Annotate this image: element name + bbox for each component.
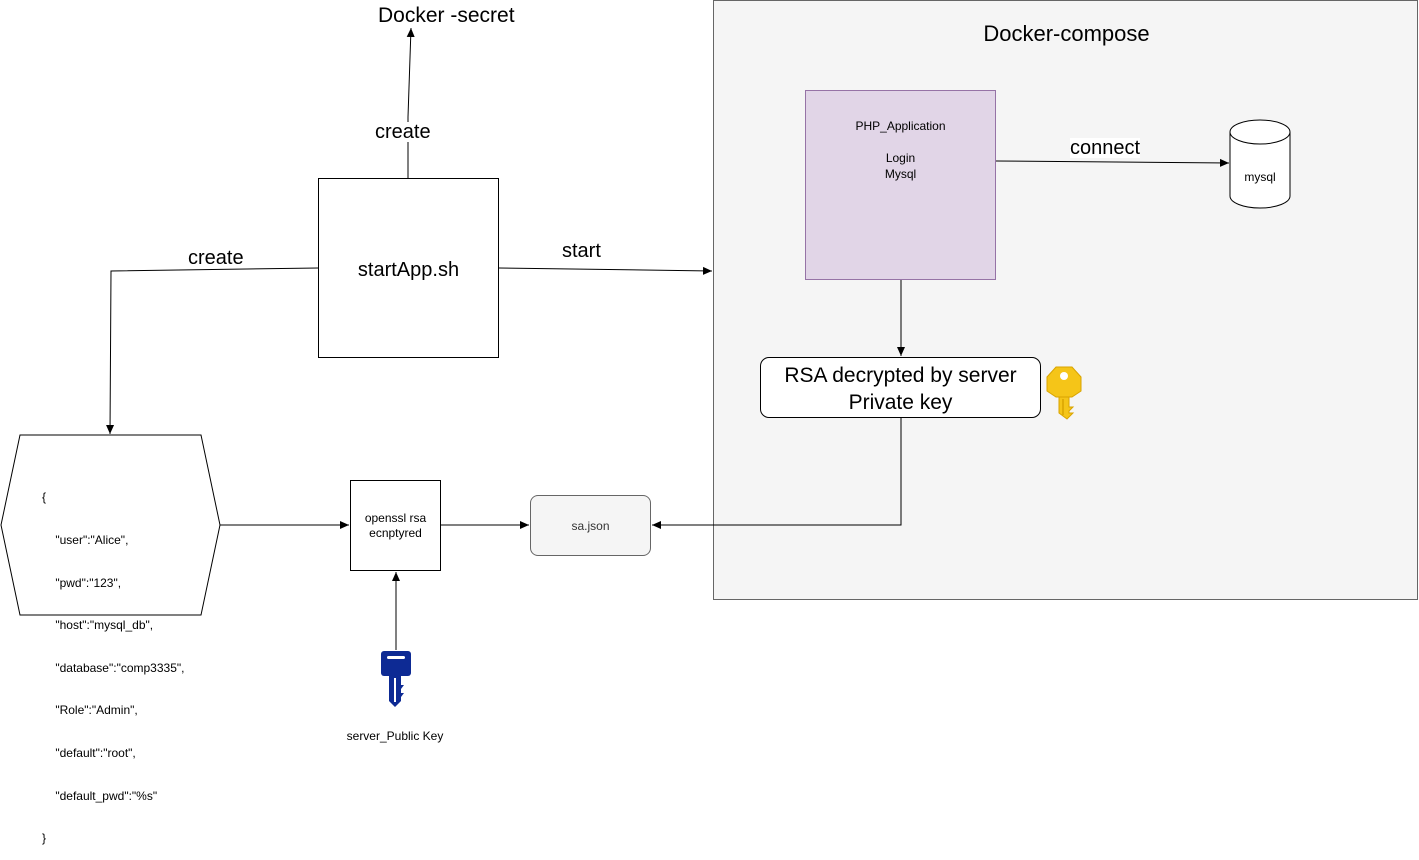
json-line: "database":"comp3335", [42,660,185,675]
rsa-decrypt-text: RSA decrypted by server Private key [761,362,1040,416]
edge-label-create-secret: create [375,121,431,143]
openssl-node: openssl rsa ecnptyred [350,480,441,571]
json-line: { [42,490,47,505]
private-key-icon [1046,366,1082,420]
edge-connect [995,158,1230,167]
edge-label-connect: connect [1070,137,1141,159]
edge-label-start: start [562,240,601,262]
php-application-text: PHP_Application Login Mysql [806,118,995,182]
php-line: PHP_Application [855,119,946,133]
startapp-node: startApp.sh [318,178,499,358]
json-line: "Role":"Admin", [42,703,138,718]
edge-create-secret [406,27,415,178]
docker-secret-label: Docker -secret [378,4,515,27]
edge-start [498,266,713,275]
container-title: Docker-compose [983,21,1150,46]
sa-json-label: sa.json [571,519,610,533]
public-key-icon [381,651,411,707]
json-document-text: { "user":"Alice", "pwd":"123", "host":"m… [42,462,184,860]
edge-label-create-json: create [188,247,244,269]
mysql-label: mysql [1244,170,1276,184]
php-application-node: PHP_Application Login Mysql [805,90,996,280]
startapp-label: startApp.sh [357,259,460,281]
php-line [806,134,995,150]
json-document-shape [0,434,221,616]
openssl-text: openssl rsa ecnptyred [351,511,440,541]
openssl-line-2: ecnptyred [369,526,422,540]
json-line: "user":"Alice", [42,533,129,548]
public-key-label: server_Public Key [346,729,444,743]
json-line: } [42,831,47,846]
connectors [0,27,1291,707]
json-line: "pwd":"123", [42,575,122,590]
json-line: "host":"mysql_db", [42,618,154,633]
edge-create-json [106,267,319,435]
rsa-line-1: RSA decrypted by server [784,364,1017,387]
openssl-line-1: openssl rsa [364,511,427,525]
rsa-line-2: Private key [848,391,953,414]
edge-rsa-sajson [652,418,902,529]
php-line: Mysql [884,167,917,181]
rsa-decrypt-node: RSA decrypted by server Private key [760,357,1041,418]
php-line: Login [885,151,916,165]
json-line: "default":"root", [42,746,136,761]
mysql-cylinder [1229,119,1291,209]
json-line: "default_pwd":"%s" [42,788,158,803]
sa-json-node: sa.json [530,495,651,556]
